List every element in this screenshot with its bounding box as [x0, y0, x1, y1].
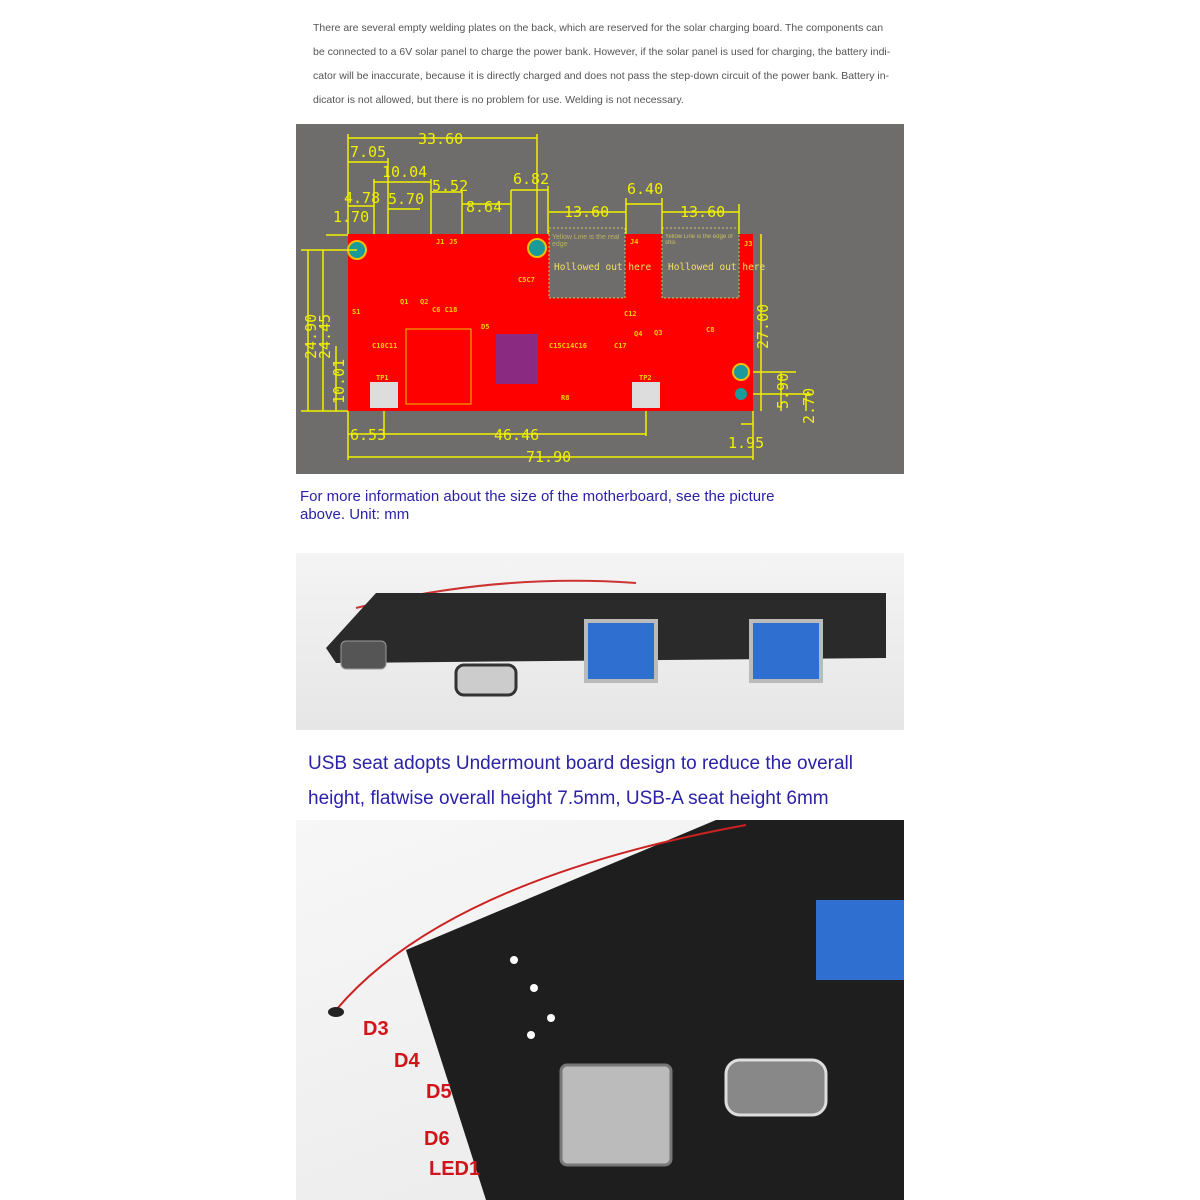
hollow-area: [661, 227, 740, 299]
note-real-edge: Yellow Line is the real edge: [552, 234, 620, 249]
component-ref-label: J3: [744, 240, 752, 248]
component-ref-label: C15C14C16: [549, 342, 587, 350]
dim-6-40: 6.40: [627, 180, 663, 198]
dim-5-52: 5.52: [432, 177, 468, 195]
hollow-area: [548, 227, 626, 299]
caption-line: USB seat adopts Undermount board design …: [308, 753, 853, 774]
label-d6: D6: [424, 1128, 450, 1150]
usb-seat-caption: USB seat adopts Undermount board design …: [308, 746, 853, 816]
component-ref-label: C10C11: [372, 342, 397, 350]
dim-2-70: 2.70: [800, 388, 818, 424]
component-ref-label: S1: [352, 308, 360, 316]
ic-chip: [496, 334, 538, 384]
caption-line: height, flatwise overall height 7.5mm, U…: [308, 788, 829, 809]
dim-10-01: 10.01: [330, 359, 348, 404]
component-ref-label: Q1: [400, 298, 408, 306]
dim-24-90: 24.90: [302, 314, 320, 359]
component-ref-label: D5: [481, 323, 489, 331]
dim-4-78: 4.78: [344, 189, 380, 207]
test-pad: [632, 382, 660, 408]
component-ref-label: C5C7: [518, 276, 535, 284]
component-ref-label: J4: [630, 238, 638, 246]
dim-5-70: 5.70: [388, 190, 424, 208]
dim-13-60: 13.60: [680, 203, 725, 221]
board-side-illustration: [326, 579, 886, 697]
inductor-outline: [405, 328, 472, 405]
component-ref-label: R8: [561, 394, 569, 402]
board-side-photo: [296, 553, 904, 730]
component-ref-label: C17: [614, 342, 627, 350]
test-pad: [370, 382, 398, 408]
label-led1: LED1: [429, 1158, 481, 1180]
dimension-labels: 33.60 7.05 10.04 5.52 6.82 4.78 5.70 8.6…: [302, 130, 818, 466]
diagram-caption: For more information about the size of t…: [300, 488, 774, 524]
text-line: cator will be inaccurate, because it is …: [313, 70, 890, 82]
dim-10-04: 10.04: [382, 163, 427, 181]
dim-1-70: 1.70: [333, 208, 369, 226]
board-closeup-illustration: [328, 820, 904, 1200]
note-edge: Yellow Line is the edge of shis: [665, 234, 733, 247]
note-hollow: Hollowed out here: [668, 262, 766, 273]
dim-6-53: 6.53: [350, 426, 386, 444]
board-notes: Yellow Line is the real edge Yellow Line…: [552, 234, 766, 273]
label-d5: D5: [426, 1081, 452, 1103]
dim-24-45: 24.45: [316, 314, 334, 359]
dim-13-60: 13.60: [564, 203, 609, 221]
note-real-edge-box: Yellow Line is the real edge: [552, 234, 620, 249]
dim-33-60: 33.60: [418, 130, 463, 148]
text-line: There are several empty welding plates o…: [313, 22, 884, 34]
caption-line: For more information about the size of t…: [300, 488, 775, 505]
dim-7-05: 7.05: [350, 143, 386, 161]
dim-5-90: 5.90: [774, 373, 792, 409]
solar-note-paragraph: There are several empty welding plates o…: [313, 16, 893, 112]
component-ref-label: J1: [436, 238, 444, 246]
dim-27-00: 27.00: [754, 304, 772, 349]
dim-6-82: 6.82: [513, 170, 549, 188]
text-line: be connected to a 6V solar panel to char…: [313, 46, 891, 58]
dimension-lines: [301, 134, 811, 460]
component-ref-label: Q4: [634, 330, 642, 338]
component-ref-label: J5: [449, 238, 457, 246]
component-ref-label: Q3: [654, 329, 662, 337]
caption-line: above. Unit: mm: [300, 506, 410, 523]
dim-1-95: 1.95: [728, 434, 764, 452]
component-ref-label: Q2: [420, 298, 428, 306]
component-ref-label: TP1: [376, 374, 389, 382]
led-indicator-photo: D3 D4 D5 D6 LED1: [296, 820, 904, 1200]
component-ref-label: C12: [624, 310, 637, 318]
component-ref-label: C8: [706, 326, 714, 334]
dim-71-90: 71.90: [526, 448, 571, 466]
label-d4: D4: [394, 1050, 420, 1072]
component-refs: J1 J5 J4 J3 S1 TP1 TP2 C12 C8 Q4 Q3 C17 …: [352, 238, 752, 402]
dim-8-64: 8.64: [466, 198, 502, 216]
component-ref-label: C6 C18: [432, 306, 457, 314]
text-line: dicator is not allowed, but there is no …: [313, 94, 684, 106]
component-ref-label: TP2: [639, 374, 652, 382]
note-hollow: Hollowed out here: [554, 262, 652, 273]
pcb-dimension-diagram: 33.60 7.05 10.04 5.52 6.82 4.78 5.70 8.6…: [296, 124, 904, 474]
note-edge-box: Yellow Line is the edge of shis: [665, 234, 733, 247]
label-d3: D3: [363, 1018, 389, 1040]
mounting-holes: [347, 238, 750, 400]
dim-46-46: 46.46: [494, 426, 539, 444]
